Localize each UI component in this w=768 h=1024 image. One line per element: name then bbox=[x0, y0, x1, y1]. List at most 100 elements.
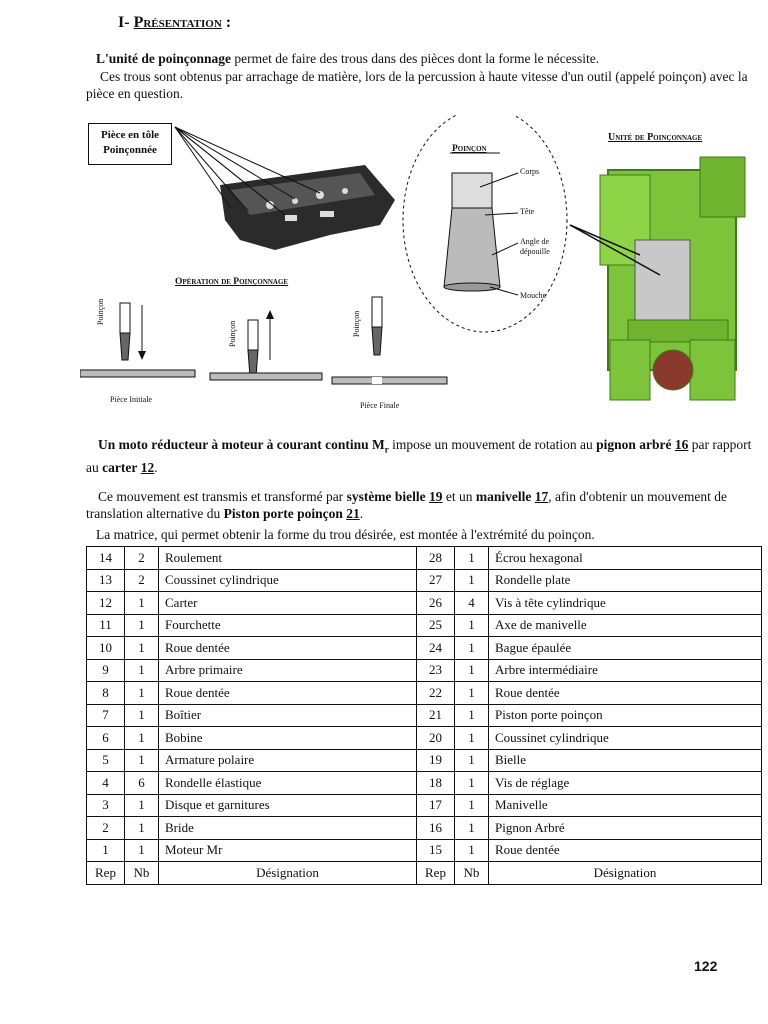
rep-cell: 22 bbox=[416, 681, 455, 705]
p4-a: Ce mouvement est transmis et transformé … bbox=[98, 489, 347, 504]
body-paragraph-1: Un moto réducteur à moteur à courant con… bbox=[86, 436, 766, 476]
rep-cell: 24 bbox=[416, 636, 455, 660]
nb-cell: 1 bbox=[124, 748, 159, 772]
designation-cell: Coussinet cylindrique bbox=[488, 726, 762, 750]
piece-finale-label: Pièce Finale bbox=[360, 401, 400, 410]
poincon-title: Poinçon bbox=[452, 144, 487, 154]
sheet-metal-piece bbox=[220, 165, 395, 250]
designation-cell: Bride bbox=[158, 816, 417, 840]
intro-paragraph-1: L'unité de poinçonnage permet de faire d… bbox=[96, 50, 756, 67]
designation-cell: Vis de réglage bbox=[488, 771, 762, 795]
rep-cell: 2 bbox=[86, 816, 125, 840]
nb-cell: 1 bbox=[454, 568, 489, 592]
p3-b: impose un mouvement de rotation au bbox=[388, 437, 597, 452]
rep-cell: 17 bbox=[416, 793, 455, 817]
designation-cell: Vis à tête cylindrique bbox=[488, 591, 762, 615]
designation-cell: Axe de manivelle bbox=[488, 613, 762, 637]
header-rep: Rep bbox=[416, 861, 455, 885]
figure-area: Pièce en tôle Poinçonnée Opération de Po… bbox=[79, 107, 760, 420]
rep-cell: 10 bbox=[86, 636, 125, 660]
designation-cell: Moteur Mr bbox=[158, 838, 417, 862]
designation-cell: Disque et garnitures bbox=[158, 793, 417, 817]
piece-label-line2: Poinçonnée bbox=[103, 144, 157, 156]
corps-label: Corps bbox=[520, 167, 540, 176]
nb-cell: 1 bbox=[124, 658, 159, 682]
designation-cell: Arbre primaire bbox=[158, 658, 417, 682]
rep-cell: 11 bbox=[86, 613, 125, 637]
p4-num2: 17 bbox=[534, 489, 549, 504]
designation-cell: Rondelle élastique bbox=[158, 771, 417, 795]
designation-cell: Rondelle plate bbox=[488, 568, 762, 592]
rep-cell: 8 bbox=[86, 681, 125, 705]
header-nb: Nb bbox=[124, 861, 159, 885]
section-heading: I- Présentation : bbox=[118, 14, 231, 32]
heading-colon: : bbox=[225, 14, 232, 31]
piece-initiale-label: Pièce Initiale bbox=[110, 395, 152, 404]
nb-cell: 1 bbox=[454, 703, 489, 727]
nb-cell: 2 bbox=[124, 546, 159, 570]
designation-cell: Roue dentée bbox=[158, 636, 417, 660]
p4-bold1: système bielle bbox=[346, 489, 426, 504]
rep-cell: 6 bbox=[86, 726, 125, 750]
designation-cell: Arbre intermédiaire bbox=[488, 658, 762, 682]
p4-num3: 21 bbox=[346, 506, 360, 521]
piece-label-box: Pièce en tôle Poinçonnée bbox=[88, 123, 172, 165]
poincon-label-1: Poinçon bbox=[96, 298, 105, 325]
nb-cell: 1 bbox=[454, 613, 489, 637]
nb-cell: 1 bbox=[124, 681, 159, 705]
nb-cell: 1 bbox=[454, 726, 489, 750]
rep-cell: 25 bbox=[416, 613, 455, 637]
nb-cell: 1 bbox=[454, 748, 489, 772]
mouche-label: Mouche bbox=[520, 291, 547, 300]
rep-cell: 26 bbox=[416, 591, 455, 615]
p3-c: par rapport au bbox=[86, 437, 752, 475]
punch-detail bbox=[402, 107, 568, 333]
nb-cell: 1 bbox=[454, 838, 489, 862]
rep-cell: 18 bbox=[416, 771, 455, 795]
p3-end: . bbox=[154, 459, 158, 475]
rep-cell: 19 bbox=[416, 748, 455, 772]
rep-cell: 16 bbox=[416, 816, 455, 840]
nb-cell: 1 bbox=[454, 771, 489, 795]
header-designation: Désignation bbox=[158, 861, 417, 885]
rep-cell: 28 bbox=[416, 546, 455, 570]
intro-paragraph-2: Ces trous sont obtenus par arrachage de … bbox=[86, 69, 748, 101]
rep-cell: 14 bbox=[86, 546, 125, 570]
tete-label: Tête bbox=[520, 207, 535, 216]
nb-cell: 1 bbox=[454, 793, 489, 817]
designation-cell: Bielle bbox=[488, 748, 762, 772]
rep-cell: 23 bbox=[416, 658, 455, 682]
p3-sub: r bbox=[384, 444, 389, 455]
poincon-label-3: Poinçon bbox=[352, 310, 361, 337]
p4-num1: 19 bbox=[429, 489, 443, 504]
p4-b: et un bbox=[442, 489, 476, 504]
rep-cell: 21 bbox=[416, 703, 455, 727]
body-paragraph-3: La matrice, qui permet obtenir la forme … bbox=[96, 527, 595, 542]
rep-cell: 20 bbox=[416, 726, 455, 750]
nb-cell: 1 bbox=[124, 591, 159, 615]
figure-drawing bbox=[79, 107, 746, 401]
angle-label-2: dépouille bbox=[520, 247, 550, 256]
designation-cell: Roue dentée bbox=[158, 681, 417, 705]
nb-cell: 4 bbox=[454, 591, 489, 615]
rep-cell: 7 bbox=[86, 703, 125, 727]
intro-rest: permet de faire des trous dans des pièce… bbox=[231, 51, 600, 66]
intro-bold: L'unité de poinçonnage bbox=[96, 51, 232, 66]
p4-bold3: Piston porte poinçon bbox=[223, 506, 343, 521]
rep-cell: 13 bbox=[86, 568, 125, 592]
nb-cell: 1 bbox=[124, 726, 159, 750]
nb-cell: 1 bbox=[124, 613, 159, 637]
designation-cell: Manivelle bbox=[488, 793, 762, 817]
header-nb: Nb bbox=[454, 861, 489, 885]
poincon-label-2: Poinçon bbox=[228, 320, 237, 347]
p3-num2: 12 bbox=[140, 459, 155, 475]
leader-lines bbox=[174, 126, 321, 216]
